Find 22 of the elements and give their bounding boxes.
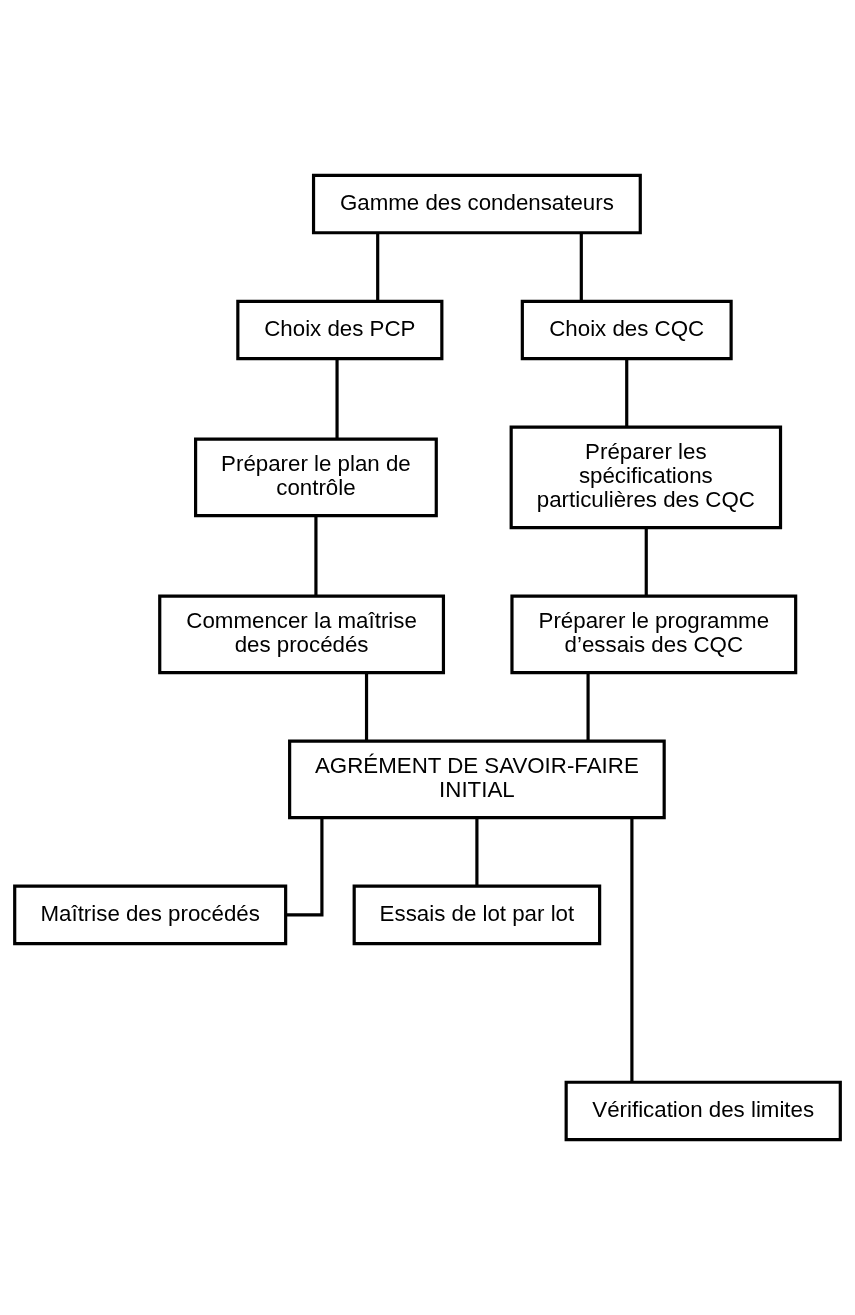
connector [285,817,324,917]
node-box: Choix des CQC [520,299,733,361]
node-box: Vérification des limites [564,1080,842,1142]
node-box: Préparer les spécifications particulières des CQC [509,425,783,530]
connector [376,233,380,301]
node-box: AGRÉMENT DE SAVOIR-FAIRE INITIAL [288,739,666,820]
node-box: Gamme des condensateurs [311,173,642,235]
connector [579,233,583,301]
connector [586,673,590,741]
connector [644,527,648,596]
node-box: Essais de lot par lot [352,884,602,946]
connector [335,359,339,439]
node-box: Préparer le programme d’essais des CQC [510,594,798,675]
node-box: Commencer la maîtrise des procédés [158,594,446,675]
connector [475,817,479,886]
connector [625,359,629,427]
connector [630,818,634,1083]
node-box: Préparer le plan de contrôle [194,437,438,518]
node-box: Maîtrise des procédés [13,884,288,946]
connector [314,515,318,596]
node-box: Choix des PCP [236,299,444,361]
connector [364,673,369,741]
